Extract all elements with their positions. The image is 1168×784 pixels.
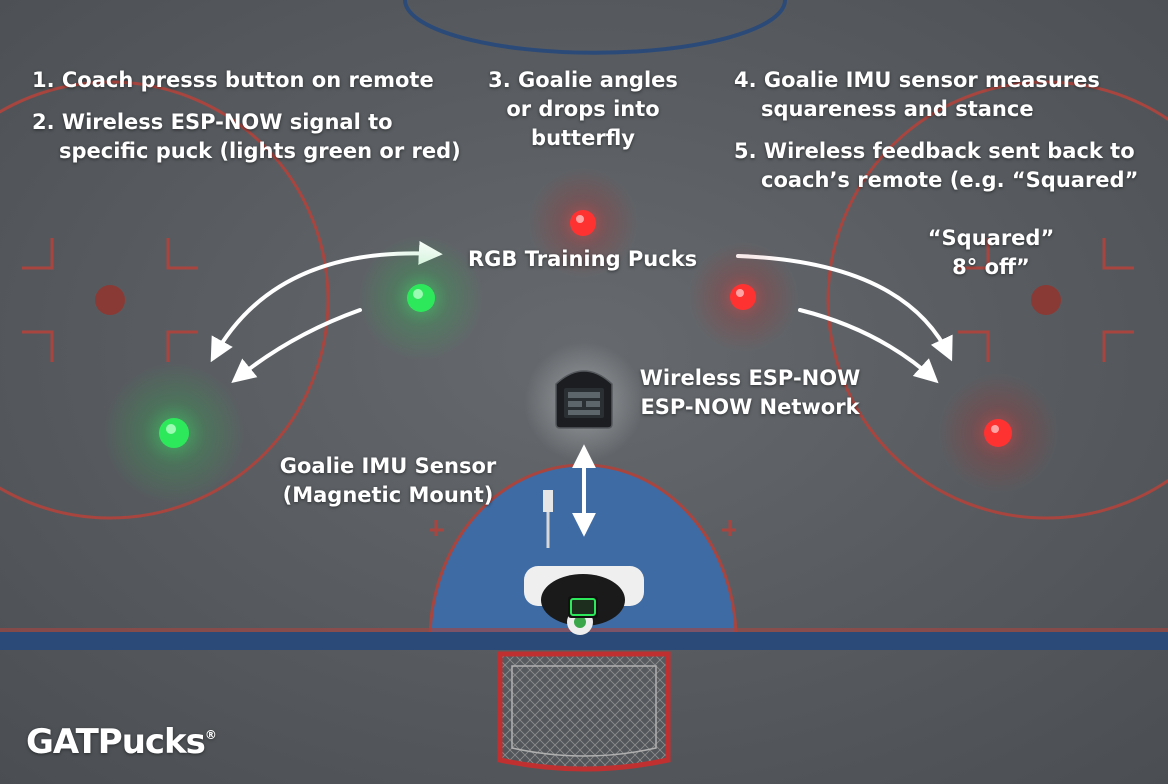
- step-4-text-line1: 4. Goalie IMU sensor measures: [734, 68, 1100, 92]
- arrow-to-far-green: [231, 308, 362, 384]
- right-faceoff-circle: [826, 80, 1168, 520]
- feedback-readout: “Squared” 8° off”: [926, 224, 1056, 282]
- sensor-label-line2: (Magnetic Mount): [282, 483, 494, 507]
- goalie-figure: [524, 490, 644, 635]
- goal-line: [0, 632, 1168, 650]
- feedback-line1: “Squared”: [927, 226, 1055, 250]
- step-5-text-line2: coach’s remote (e.g. “Squared”: [761, 168, 1139, 192]
- network-label: Wireless ESP-NOW ESP-NOW Network: [630, 364, 870, 422]
- step-3-text-line1: 3. Goalie angles: [488, 68, 678, 92]
- brand-logo-text: GATPucks: [26, 722, 206, 762]
- pucks-label: RGB Training Pucks: [468, 247, 698, 271]
- step-4-text-line2: squareness and stance: [761, 97, 1034, 121]
- step-1-text: 1. Coach presss button on remote: [32, 68, 434, 92]
- brand-registered-mark: ®: [204, 728, 217, 742]
- step-3-text-line2: or drops into: [506, 97, 660, 121]
- left-faceoff-dot: [95, 285, 125, 315]
- step-2-text-line1: 2. Wireless ESP-NOW signal to: [32, 110, 393, 134]
- crease-marks: [430, 520, 736, 536]
- goal-net: [497, 651, 671, 772]
- puck-left-near: [359, 236, 483, 360]
- puck-right-mid: [688, 242, 798, 352]
- sensor-label-line1: Goalie IMU Sensor: [279, 454, 497, 478]
- puck-right-far: [938, 373, 1058, 493]
- remote-device-icon: [524, 342, 644, 462]
- network-label-line1: Wireless ESP-NOW: [639, 366, 861, 390]
- feedback-line2: 8° off”: [952, 255, 1030, 279]
- right-faceoff-dot: [1031, 285, 1061, 315]
- step-3: 3. Goalie angles or drops into butterfly: [488, 66, 678, 153]
- sensor-label: Goalie IMU Sensor (Magnetic Mount): [268, 452, 508, 510]
- step-5-text-line1: 5. Wireless feedback sent back to: [734, 139, 1135, 163]
- brand-logo: GATPucks®: [26, 722, 217, 762]
- puck-center-top: [528, 168, 638, 278]
- puck-left-far: [104, 363, 244, 503]
- arrow-feedback-lower: [798, 308, 939, 384]
- network-label-line2: ESP-NOW Network: [640, 395, 860, 419]
- steps-left: 1. Coach presss button on remote 2. Wire…: [32, 66, 461, 166]
- steps-right: 4. Goalie IMU sensor measures squareness…: [734, 66, 1138, 195]
- center-circle-line: [403, 0, 787, 55]
- step-3-text-line3: butterfly: [531, 126, 635, 150]
- step-2-text-line2: specific puck (lights green or red): [59, 139, 461, 163]
